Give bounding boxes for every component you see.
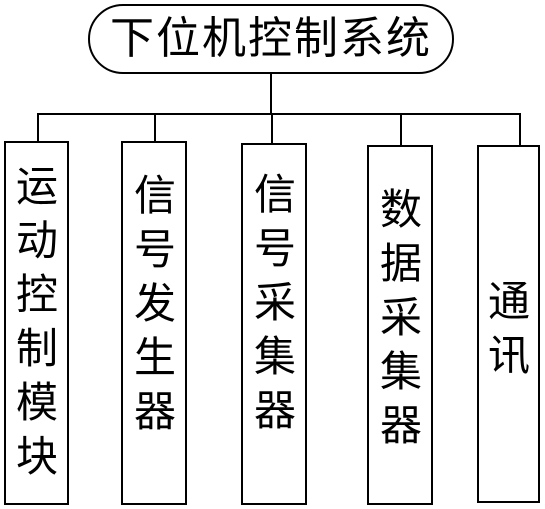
child-node-label: 运动控制模块 [16,162,59,481]
child-node-signal-acquisition: 信号采集器 [241,143,307,505]
root-node: 下位机控制系统 [88,4,454,74]
child-node-label: 信号采集器 [254,170,297,435]
branch-connector-1 [37,113,39,141]
child-node-label: 信号发生器 [134,171,177,436]
child-node-label: 通讯 [488,277,531,380]
branch-connector-3 [271,113,273,143]
child-node-signal-generator: 信号发生器 [121,141,187,505]
root-node-label: 下位机控制系统 [110,13,432,64]
branch-connector-4 [400,113,402,145]
child-node-motion-control-module: 运动控制模块 [4,141,69,505]
horizontal-bus-connector [37,113,521,115]
child-node-label: 数据采集器 [380,185,423,450]
branch-connector-5 [519,113,521,145]
root-stem-connector [270,74,272,115]
child-node-data-acquisition: 数据采集器 [367,145,433,505]
branch-connector-2 [154,113,156,141]
child-node-communication: 通讯 [477,145,540,503]
